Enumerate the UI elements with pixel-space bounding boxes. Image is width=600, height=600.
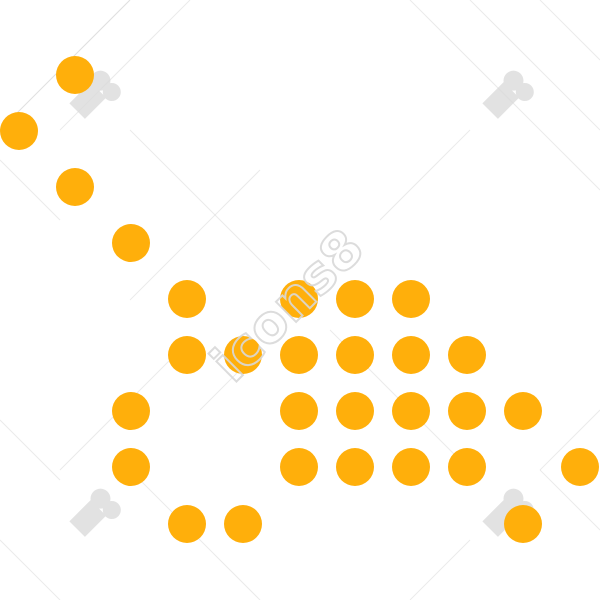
dot [280,336,318,374]
dot [448,336,486,374]
dot [224,505,262,543]
watermark-line [0,539,61,600]
dot [280,392,318,430]
dot [392,280,430,318]
dot [448,392,486,430]
dot [0,112,38,150]
watermark-line [0,159,61,221]
dot [336,448,374,486]
dot [280,448,318,486]
watermark-line [409,539,471,600]
dot [168,336,206,374]
icons8-logo-icon [69,70,121,119]
watermark-line [539,129,600,191]
dot [561,448,599,486]
dot [336,392,374,430]
dot [392,336,430,374]
dot [392,448,430,486]
watermark-line [409,0,541,131]
dot [56,56,94,94]
icons8-logo-icon [482,70,534,119]
dot [224,336,262,374]
dot [112,224,150,262]
dot-figure [0,56,599,543]
dot [504,392,542,430]
dot [448,448,486,486]
dot [168,505,206,543]
dot [336,336,374,374]
dot [504,505,542,543]
dot [112,392,150,430]
dot [336,280,374,318]
watermark-line [539,0,600,61]
watermark-logos [69,70,534,537]
watermark-line [539,469,600,531]
dot [168,280,206,318]
dot [56,168,94,206]
watermark-line [469,0,600,131]
watermark-line [129,169,261,301]
watermark-line [379,129,471,221]
dot [392,392,430,430]
icons8-logo-icon [69,488,121,537]
dot [112,448,150,486]
watermark-line [129,129,271,271]
watermark-line [0,419,61,481]
dot [280,280,318,318]
watermark-line [539,409,600,471]
